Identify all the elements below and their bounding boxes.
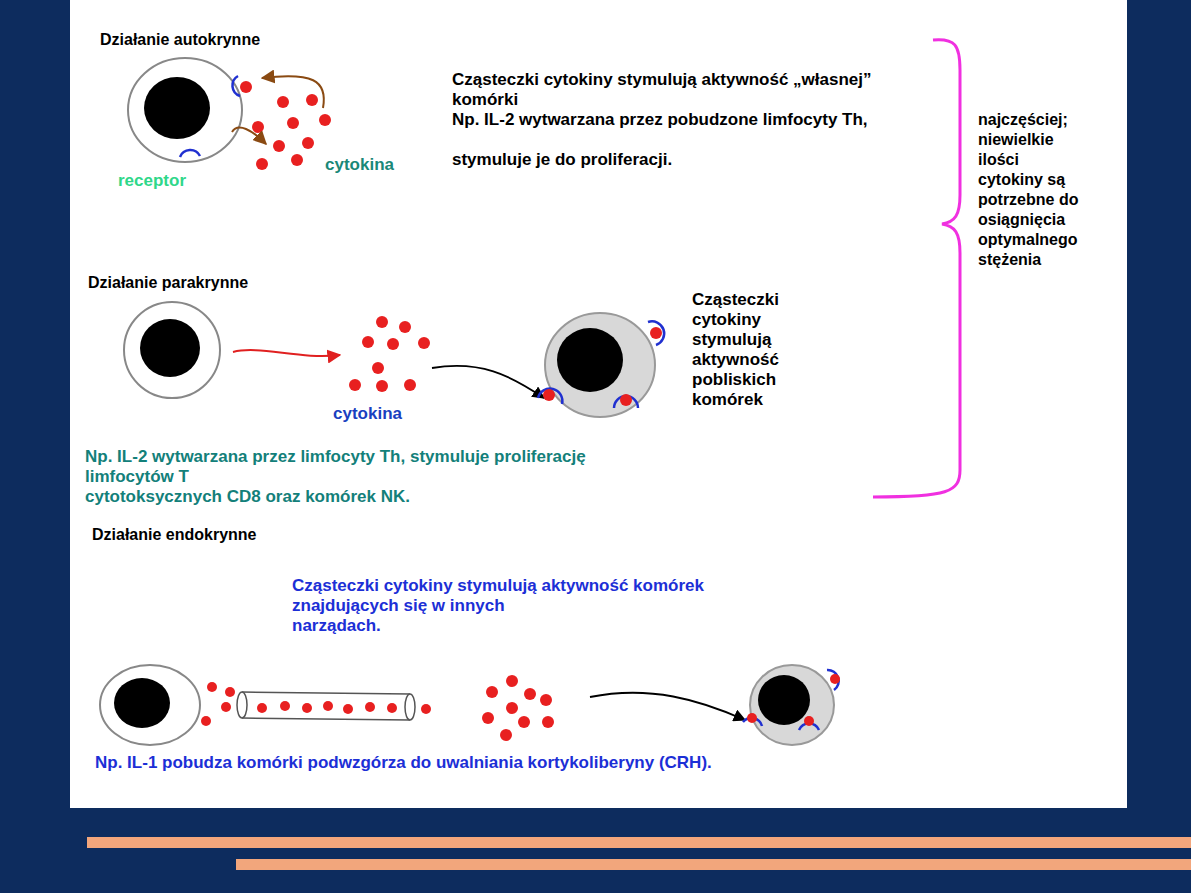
stripe <box>236 859 1191 870</box>
example: cytotoksycznych CD8 oraz komórek NK. <box>85 487 620 507</box>
part-label: receptor <box>118 171 238 191</box>
description: stymuluje je do proliferacji. <box>452 150 897 170</box>
section-heading: Działanie endokrynne <box>92 525 412 545</box>
example: Np. IL-1 pobudza komórki podwzgórza do u… <box>95 753 855 773</box>
description: Cząsteczki cytokiny stymulują aktywność … <box>452 70 897 110</box>
arrow <box>590 693 745 720</box>
cytokine-dots <box>201 682 431 726</box>
description: Cząsteczki cytokiny stymulują aktywność … <box>692 290 794 410</box>
white-panel <box>70 0 1127 808</box>
endocrine-cell <box>100 665 200 745</box>
arrow <box>262 76 324 108</box>
arrow <box>432 366 544 398</box>
part-label: cytokina <box>325 155 435 175</box>
target-cell <box>743 665 840 745</box>
arrow <box>232 128 266 144</box>
description: Np. IL-2 wytwarzana przez pobudzone limf… <box>452 110 897 130</box>
autocrine-cell <box>128 58 252 162</box>
note: najczęściej; niewielkie ilości cytokiny … <box>978 110 1086 270</box>
description: znajdujących się w innych narządach. <box>292 596 577 636</box>
blood-vessel <box>237 692 415 720</box>
cytokine-dots <box>252 94 331 170</box>
section-heading: Działanie parakrynne <box>88 273 408 293</box>
stripe <box>87 837 1191 848</box>
arrow <box>233 350 340 356</box>
target-cell <box>538 313 664 417</box>
cytokine-dots <box>482 675 554 741</box>
description: Cząsteczki cytokiny stymulują aktywność … <box>292 576 852 596</box>
example: Np. IL-2 wytwarzana przez limfocyty Th, … <box>85 447 620 487</box>
bracket <box>873 40 960 497</box>
cytokine-dots <box>349 316 430 392</box>
part-label: cytokina <box>333 404 443 424</box>
paracrine-cell <box>124 302 220 398</box>
section-heading: Działanie autokrynne <box>100 30 420 50</box>
